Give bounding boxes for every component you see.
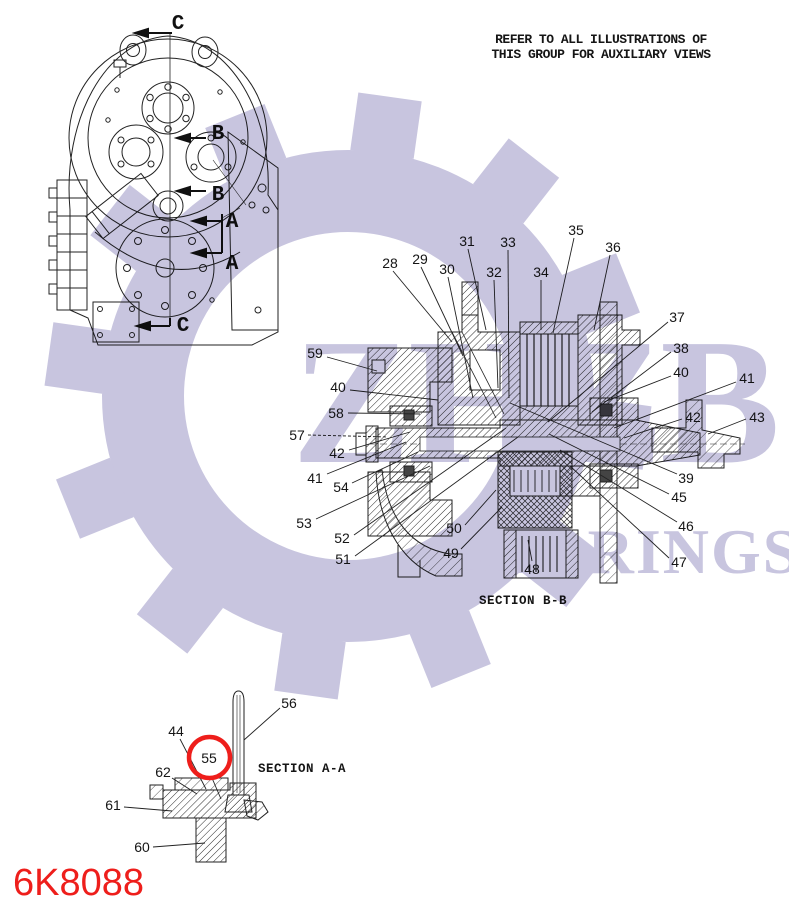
- section-marker-c-top: C: [172, 13, 185, 36]
- callout-31: 31: [459, 233, 475, 249]
- section-marker-a-upper: A: [226, 211, 239, 234]
- callout-43: 43: [749, 409, 765, 425]
- callout-59: 59: [307, 345, 323, 361]
- callout-48: 48: [524, 561, 540, 577]
- callout-42-right: 42: [685, 409, 701, 425]
- section-bb-parts: [355, 281, 745, 584]
- callout-29: 29: [412, 251, 428, 267]
- section-marker-c-bottom: C: [177, 315, 190, 338]
- housing-outline: [48, 33, 279, 346]
- callout-40-left: 40: [330, 379, 346, 395]
- callout-56: 56: [281, 695, 297, 711]
- callout-62: 62: [155, 764, 171, 780]
- callout-33: 33: [500, 234, 516, 250]
- callout-51: 51: [335, 551, 351, 567]
- housing-overview-drawing: C B B A A C: [48, 13, 279, 346]
- callout-49: 49: [443, 545, 459, 561]
- section-bb-caption: SECTION B-B: [479, 594, 568, 608]
- header-line1: REFER TO ALL ILLUSTRATIONS OF: [495, 32, 707, 47]
- callout-40-right: 40: [673, 364, 689, 380]
- callout-52: 52: [334, 530, 350, 546]
- callout-37: 37: [669, 309, 685, 325]
- callout-34: 34: [533, 264, 549, 280]
- callout-35: 35: [568, 225, 584, 238]
- callout-44: 44: [168, 723, 184, 739]
- callout-42-left: 42: [329, 445, 345, 461]
- callout-32: 32: [486, 264, 502, 280]
- section-aa-drawing: 56 44 55 62 61 60: [105, 690, 297, 863]
- callout-30: 30: [439, 261, 455, 277]
- callout-58: 58: [328, 405, 344, 421]
- callout-61: 61: [105, 797, 121, 813]
- callout-leaders-aa: [123, 707, 281, 848]
- callout-39: 39: [678, 470, 694, 486]
- header-line2: THIS GROUP FOR AUXILIARY VIEWS: [491, 46, 711, 62]
- callout-38: 38: [673, 340, 689, 356]
- callout-57: 57: [290, 427, 305, 443]
- callout-53: 53: [296, 515, 312, 531]
- section-marker-b-upper: B: [212, 123, 225, 146]
- callout-55: 55: [201, 750, 217, 766]
- callout-54: 54: [333, 479, 349, 495]
- section-bb-drawing: 28 29 30 31 32 33 34 35 36 37 38 40 41 4…: [290, 225, 765, 584]
- callout-41-right: 41: [739, 370, 755, 386]
- section-marker-b-lower: B: [212, 184, 225, 207]
- section-marker-a-lower: A: [226, 253, 239, 276]
- callout-28: 28: [382, 255, 398, 271]
- part-number: 6K8088: [13, 862, 145, 904]
- callout-60: 60: [134, 839, 150, 855]
- callout-45: 45: [671, 489, 687, 505]
- callout-36: 36: [605, 239, 621, 255]
- callout-47: 47: [671, 554, 687, 570]
- section-aa-caption: SECTION A-A: [258, 762, 347, 776]
- callout-46: 46: [678, 518, 694, 534]
- callout-50: 50: [446, 520, 462, 536]
- callout-41-left: 41: [307, 470, 323, 486]
- section-aa-parts: [149, 690, 269, 863]
- highlight-circle-item-55: [186, 734, 233, 781]
